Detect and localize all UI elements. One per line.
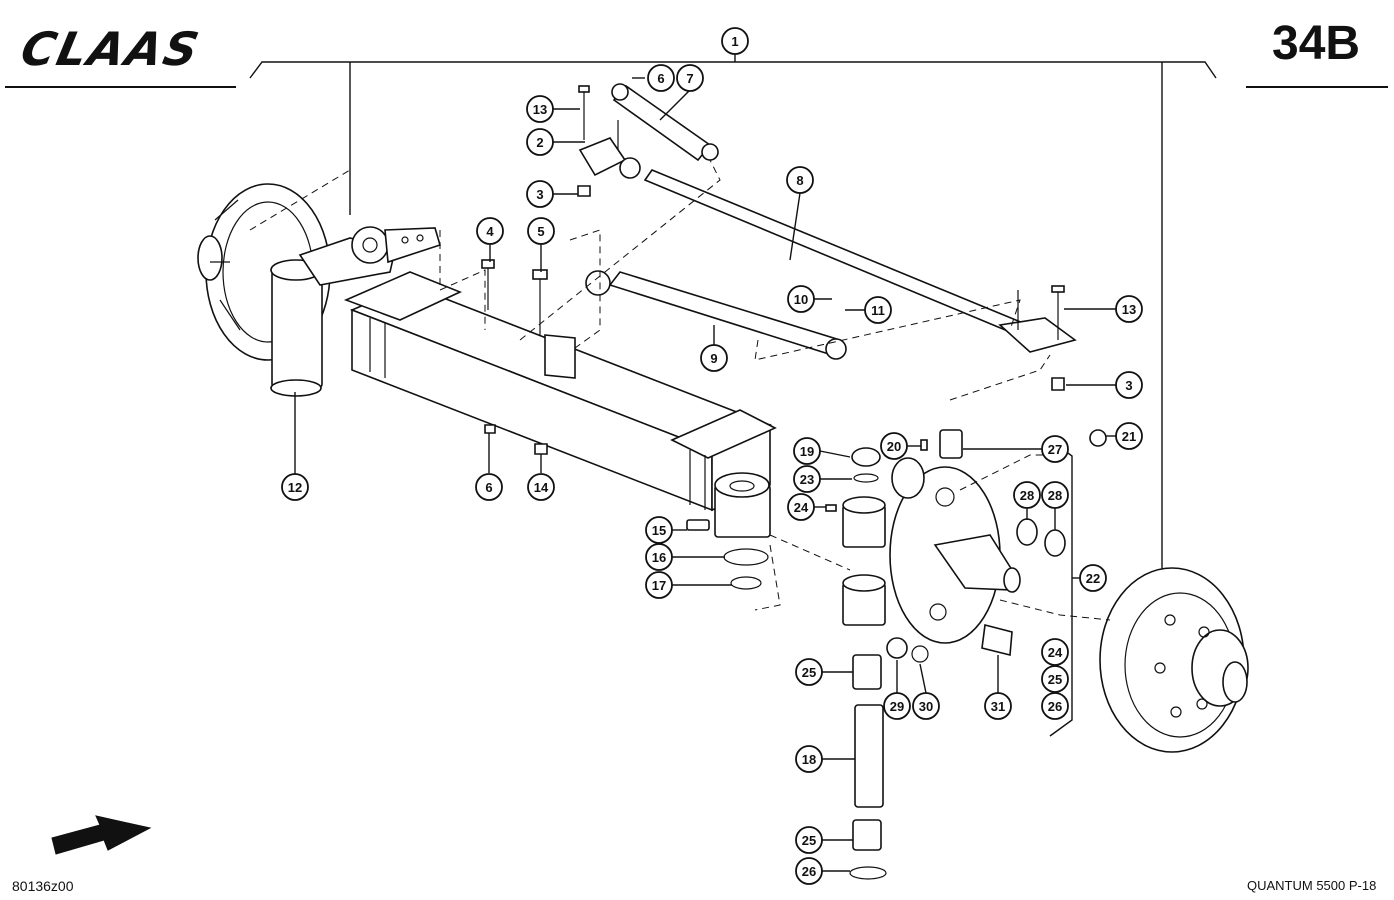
svg-text:25: 25 <box>1048 672 1062 687</box>
svg-text:24: 24 <box>1048 645 1063 660</box>
steering-rod-9 <box>585 270 847 360</box>
svg-text:9: 9 <box>710 351 717 366</box>
svg-text:21: 21 <box>1122 429 1136 444</box>
callout-25-mid: 25 <box>795 658 823 686</box>
right-hub-drum <box>1099 567 1249 753</box>
svg-text:1: 1 <box>731 34 738 49</box>
svg-text:4: 4 <box>486 224 494 239</box>
svg-text:15: 15 <box>652 523 666 538</box>
callout-10: 10 <box>787 285 815 313</box>
callouts: 1 6 7 13 2 3 8 4 5 10 11 9 13 3 12 6 14 … <box>281 27 1143 885</box>
svg-text:19: 19 <box>800 444 814 459</box>
callout-19: 19 <box>793 437 821 465</box>
svg-text:25: 25 <box>802 833 816 848</box>
svg-text:2: 2 <box>536 135 543 150</box>
callout-5: 5 <box>527 217 555 245</box>
callout-31: 31 <box>984 692 1012 720</box>
svg-text:17: 17 <box>652 578 666 593</box>
svg-text:7: 7 <box>686 71 693 86</box>
callout-4: 4 <box>476 217 504 245</box>
svg-text:20: 20 <box>887 439 901 454</box>
callout-27: 27 <box>1041 435 1069 463</box>
callout-3-left: 3 <box>526 180 554 208</box>
callout-6-bottom: 6 <box>475 473 503 501</box>
callout-22: 22 <box>1079 564 1107 592</box>
svg-text:18: 18 <box>802 752 816 767</box>
callout-29: 29 <box>883 692 911 720</box>
callout-8: 8 <box>786 166 814 194</box>
svg-text:13: 13 <box>1122 302 1136 317</box>
callout-20: 20 <box>880 432 908 460</box>
callout-24-right: 24 <box>1041 638 1069 666</box>
svg-text:26: 26 <box>1048 699 1062 714</box>
steering-cylinder <box>611 83 719 162</box>
callout-12: 12 <box>281 473 309 501</box>
callout-2: 2 <box>526 128 554 156</box>
track-rod <box>643 169 1042 344</box>
document-number: 80136z00 <box>12 878 74 894</box>
upper-bracket <box>577 85 641 197</box>
svg-text:30: 30 <box>919 699 933 714</box>
callout-13-left: 13 <box>526 95 554 123</box>
callout-25-bottom: 25 <box>795 826 823 854</box>
stub-axle <box>886 429 1107 663</box>
svg-text:6: 6 <box>657 71 664 86</box>
svg-text:28: 28 <box>1020 488 1034 503</box>
svg-text:29: 29 <box>890 699 904 714</box>
svg-text:26: 26 <box>802 864 816 879</box>
callout-9: 9 <box>700 344 728 372</box>
callout-25-right: 25 <box>1041 665 1069 693</box>
svg-text:3: 3 <box>1125 378 1132 393</box>
beam-bushing <box>714 472 771 538</box>
svg-text:10: 10 <box>794 292 808 307</box>
callout-11: 11 <box>864 296 892 324</box>
callout-15: 15 <box>645 516 673 544</box>
svg-text:13: 13 <box>533 102 547 117</box>
right-bracket <box>998 285 1077 391</box>
direction-arrow-icon <box>51 815 152 855</box>
callout-26-right: 26 <box>1041 692 1069 720</box>
svg-text:14: 14 <box>534 480 549 495</box>
svg-text:3: 3 <box>536 187 543 202</box>
left-knuckle <box>270 226 441 397</box>
model-label: QUANTUM 5500 P-18 <box>1247 878 1377 893</box>
header-rules <box>5 50 1388 570</box>
callout-6-top: 6 <box>647 64 675 92</box>
svg-text:28: 28 <box>1048 488 1062 503</box>
callout-3-right: 3 <box>1115 371 1143 399</box>
callout-17: 17 <box>645 571 673 599</box>
leader-lines <box>294 77 1116 872</box>
svg-text:16: 16 <box>652 550 666 565</box>
callout-7: 7 <box>676 64 704 92</box>
callout-28-b: 28 <box>1041 481 1069 509</box>
callout-18: 18 <box>795 745 823 773</box>
svg-text:24: 24 <box>794 500 809 515</box>
svg-text:25: 25 <box>802 665 816 680</box>
callout-24-left: 24 <box>787 493 815 521</box>
svg-text:31: 31 <box>991 699 1005 714</box>
callout-26-bottom: 26 <box>795 857 823 885</box>
svg-text:27: 27 <box>1048 442 1062 457</box>
svg-text:22: 22 <box>1086 571 1100 586</box>
svg-text:5: 5 <box>537 224 544 239</box>
callout-16: 16 <box>645 543 673 571</box>
bolts-and-clamp <box>481 259 576 455</box>
callout-1: 1 <box>721 27 749 55</box>
callout-30: 30 <box>912 692 940 720</box>
page-code: 34B <box>1272 17 1361 70</box>
svg-text:6: 6 <box>485 480 492 495</box>
kingpin-parts <box>686 429 963 880</box>
callout-13-right: 13 <box>1115 295 1143 323</box>
callout-23: 23 <box>793 465 821 493</box>
svg-text:23: 23 <box>800 472 814 487</box>
callout-28-a: 28 <box>1013 481 1041 509</box>
callout-14: 14 <box>527 473 555 501</box>
svg-text:12: 12 <box>288 480 302 495</box>
callout-21: 21 <box>1115 422 1143 450</box>
svg-text:8: 8 <box>796 173 803 188</box>
svg-text:11: 11 <box>871 303 885 318</box>
